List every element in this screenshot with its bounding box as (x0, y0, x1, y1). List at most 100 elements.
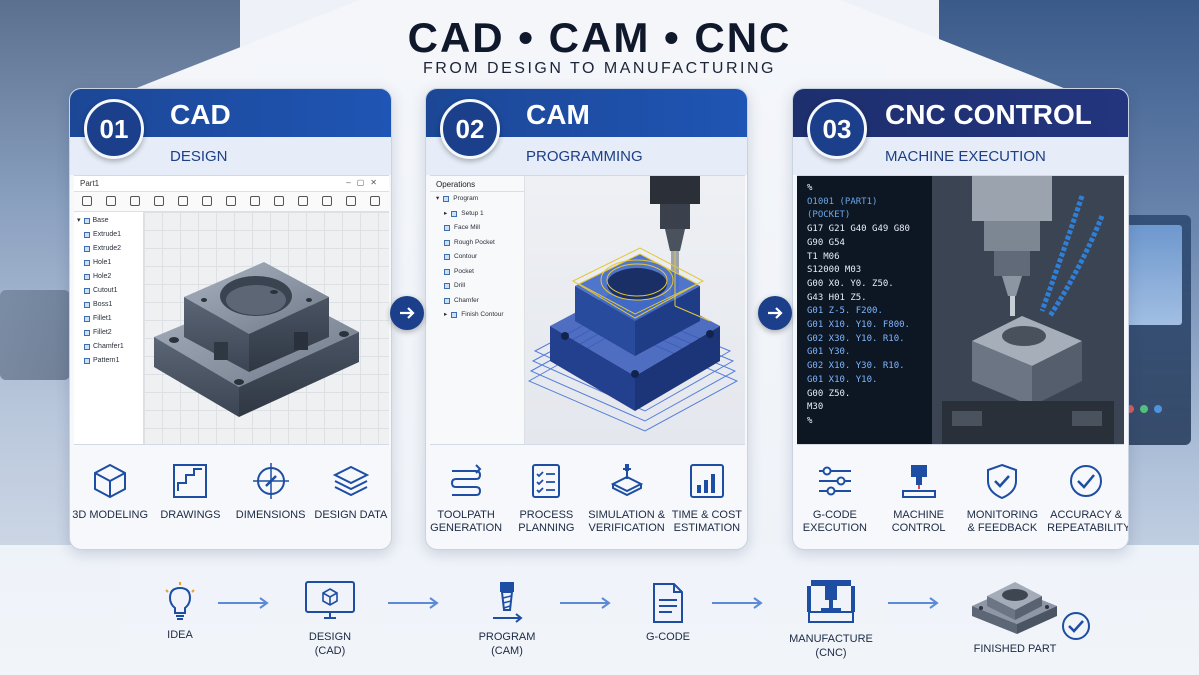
checklist-icon (532, 464, 561, 498)
feature-label: DESIGN DATA (314, 509, 388, 521)
operation-item[interactable]: Drill (430, 279, 524, 294)
flow-step-label: DESIGN(CAD) (308, 631, 352, 657)
end-mill-icon (493, 582, 523, 623)
tree-item[interactable]: Pattern1 (74, 354, 143, 368)
feature-accuracy: ACCURACY & REPEATABILITY (1047, 461, 1128, 535)
cnc-machine-icon (807, 580, 855, 623)
toolpath-simulation (527, 176, 739, 432)
cnc-features: G-CODE EXECUTION MACHINE CONTROL MONITOR… (793, 449, 1128, 549)
operation-item[interactable]: ▸ Setup 1 (444, 209, 484, 217)
step-number-badge: 01 (84, 99, 144, 159)
operation-item[interactable]: ▾ Program (436, 195, 479, 203)
background-part (0, 290, 70, 380)
cnc-spindle-machining (932, 176, 1124, 444)
feature-simulation: SIMULATION & VERIFICATION (588, 461, 666, 535)
tree-item[interactable]: Fillet1 (74, 312, 143, 326)
gcode-line: G17 G21 G40 G49 G80 (807, 224, 910, 235)
cad-window-titlebar: Part1 –▢✕ (74, 176, 389, 192)
tree-item[interactable]: Hole2 (74, 270, 143, 284)
flow-step-gcode: G-CODE (630, 582, 706, 644)
toolbar-icon[interactable] (322, 196, 332, 206)
cam-features: TOOLPATH GENERATION PROCESS PLANNING SIM… (426, 449, 747, 549)
panel-header: 03 CNC CONTROL MACHINE EXECUTION (793, 89, 1128, 175)
toolpath-viewport[interactable] (525, 176, 745, 444)
tree-item[interactable]: Boss1 (74, 298, 143, 312)
cad-software-view: Part1 –▢✕ ▾ Base Extrude1 Extrude2 Hole1… (74, 175, 389, 445)
operation-item[interactable]: Face Mill (430, 221, 524, 236)
feature-drawings: DRAWINGS (151, 461, 229, 522)
simulation-icon (610, 464, 643, 497)
feature-monitoring: MONITORING & FEEDBACK (963, 461, 1041, 535)
feature-label: G-CODE EXECUTION (802, 509, 867, 534)
cad-3d-viewport[interactable] (144, 212, 389, 444)
feature-label: DIMENSIONS (235, 509, 306, 521)
panel-cam: 02 CAM PROGRAMMING Operations ▾ Program … (425, 88, 748, 550)
operations-header: Operations (430, 176, 524, 192)
toolbar-icon[interactable] (154, 196, 164, 206)
feature-time-cost: TIME & COST ESTIMATION (668, 461, 746, 535)
tree-item[interactable]: Cutout1 (74, 284, 143, 298)
tree-item[interactable]: Chamfer1 (74, 340, 143, 354)
flow-arrow-icon (218, 597, 269, 609)
feature-label: TOOLPATH GENERATION (430, 509, 503, 534)
toolbar-icon[interactable] (298, 196, 308, 206)
gcode-line: G01 X10. Y10. F800. (807, 320, 910, 331)
finished-part-image (972, 582, 1057, 634)
gcode-line: G00 X0. Y0. Z50. (807, 278, 894, 289)
tree-item[interactable]: Extrude2 (74, 242, 143, 256)
feature-process-planning: PROCESS PLANNING (507, 461, 585, 535)
feature-label: PROCESS PLANNING (518, 509, 575, 534)
feature-label: DRAWINGS (160, 509, 221, 521)
next-step-arrow (758, 296, 792, 330)
feature-design-data: DESIGN DATA (312, 461, 390, 522)
feature-3d-modeling: 3D MODELING (71, 461, 149, 522)
cam-software-view: Operations ▾ Program ▸ Setup 1 Face Mill… (430, 175, 745, 445)
arrow-right-icon (400, 307, 415, 319)
operation-item[interactable]: Pocket (430, 265, 524, 280)
step-number-badge: 03 (807, 99, 867, 159)
gcode-line: T1 M06 (807, 251, 840, 262)
cnc-machine-photo (932, 176, 1124, 444)
toolbar-icon[interactable] (202, 196, 212, 206)
toolbar-icon[interactable] (106, 196, 116, 206)
toolbar-icon[interactable] (178, 196, 188, 206)
panel-subtitle: DESIGN (170, 148, 228, 165)
toolbar-icon[interactable] (370, 196, 380, 206)
layers-icon (332, 465, 370, 497)
feature-label: TIME & COST ESTIMATION (671, 509, 743, 534)
operation-item[interactable]: ▸ Finish Contour (444, 311, 504, 319)
cad-window-title: Part1 (80, 179, 100, 188)
gcode-line: G01 Z-5. F200. (807, 306, 883, 317)
gcode-line: % (807, 415, 813, 426)
flow-arrow-icon (888, 597, 939, 609)
tree-item[interactable]: Hole1 (74, 256, 143, 270)
page-subtitle: FROM DESIGN TO MANUFACTURING (423, 60, 776, 77)
window-controls[interactable]: –▢✕ (346, 178, 383, 187)
operation-item[interactable]: Contour (430, 250, 524, 265)
cnc-machine-icon (901, 465, 936, 498)
flow-step-program: PROGRAM(CAM) (467, 580, 547, 658)
panel-title: CNC CONTROL (885, 99, 1092, 130)
toolbar-icon[interactable] (82, 196, 92, 206)
toolbar-icon[interactable] (130, 196, 140, 206)
toolbar-icon[interactable] (250, 196, 260, 206)
toolbar-icon[interactable] (346, 196, 356, 206)
cube-icon (94, 463, 127, 499)
panel-subtitle: PROGRAMMING (526, 148, 643, 165)
panel-title: CAD (170, 99, 231, 130)
process-flow: IDEA DESIGN(CAD) PROGRAM(CAM) G-CODE MAN… (0, 570, 1199, 675)
feature-machine-control: MACHINE CONTROL (880, 461, 958, 535)
tree-item[interactable]: Fillet2 (74, 326, 143, 340)
operation-item[interactable]: Rough Pocket (430, 236, 524, 251)
panel-title: CAM (526, 99, 590, 130)
panel-header: 01 CAD DESIGN (70, 89, 391, 175)
flow-step-label: IDEA (167, 629, 193, 641)
step-number-badge: 02 (440, 99, 500, 159)
toolbar-icon[interactable] (226, 196, 236, 206)
flow-step-design: DESIGN(CAD) (290, 580, 370, 658)
gcode-line: % (807, 183, 813, 193)
operation-item[interactable]: Chamfer (430, 294, 524, 309)
toolbar-icon[interactable] (274, 196, 284, 206)
tree-item[interactable]: ▾ Base (77, 217, 109, 224)
tree-item[interactable]: Extrude1 (74, 228, 143, 242)
